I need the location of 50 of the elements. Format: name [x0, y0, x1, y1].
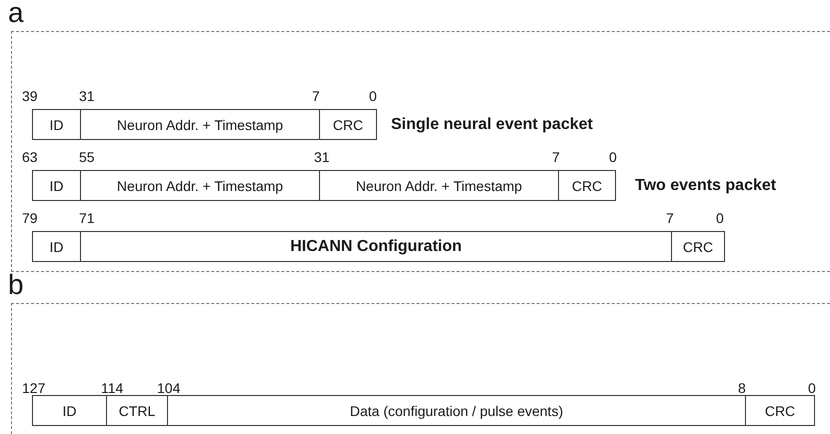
packet-field: [80, 231, 672, 262]
packet-field: [319, 109, 377, 140]
panel-letter: a: [8, 0, 24, 30]
field-name: CRC: [764, 402, 796, 418]
bit-index: 104: [157, 380, 180, 396]
packet-field: [32, 231, 81, 262]
bit-index: 0: [716, 210, 724, 226]
field-name: Data (configuration / pulse events): [350, 402, 564, 418]
bit-index: 0: [808, 380, 816, 396]
packet-field: [319, 170, 559, 201]
packet-field: [32, 395, 107, 426]
packet-name: Two events packet: [635, 178, 776, 194]
packet-field: [106, 395, 168, 426]
bit-index: 39: [22, 88, 38, 104]
bit-index: 31: [314, 149, 330, 165]
field-name: Neuron Addr. + Timestamp: [116, 116, 284, 132]
field-name: ID: [50, 178, 64, 194]
packet-field: [80, 170, 320, 201]
field-name: ID: [50, 116, 64, 132]
packet-field: [32, 170, 81, 201]
bit-index: 0: [369, 88, 377, 104]
bit-index: 31: [79, 88, 95, 104]
field-name: HICANN Configuration: [290, 238, 462, 256]
packet-field: [745, 395, 815, 426]
bit-index: 71: [79, 210, 95, 226]
field-name: ID: [50, 238, 64, 254]
bit-index: 114: [101, 380, 124, 396]
field-name: CRC: [332, 116, 364, 132]
packet-name: Single neural event packet: [391, 117, 593, 133]
packet-field: [167, 395, 746, 426]
field-name: CRC: [682, 238, 714, 254]
packet-field: [671, 231, 725, 262]
bit-index: 55: [79, 149, 95, 165]
field-name: ID: [62, 402, 76, 418]
packet-field: [32, 109, 81, 140]
bit-index: 7: [312, 88, 320, 104]
bit-index: 79: [22, 210, 38, 226]
bit-index: 7: [666, 210, 674, 226]
bit-index: 8: [738, 380, 746, 396]
bit-index: 7: [552, 149, 560, 165]
field-name: Neuron Addr. + Timestamp: [116, 178, 284, 194]
panel-letter: b: [8, 268, 24, 302]
field-name: CRC: [572, 178, 602, 194]
packet-field: [558, 170, 616, 201]
packet-field: [80, 109, 320, 140]
field-name: Neuron Addr. + Timestamp: [356, 178, 522, 194]
field-name: CTRL: [118, 402, 156, 418]
bit-index: 127: [22, 380, 46, 396]
bit-index: 63: [22, 149, 38, 165]
bit-index: 0: [609, 149, 617, 165]
